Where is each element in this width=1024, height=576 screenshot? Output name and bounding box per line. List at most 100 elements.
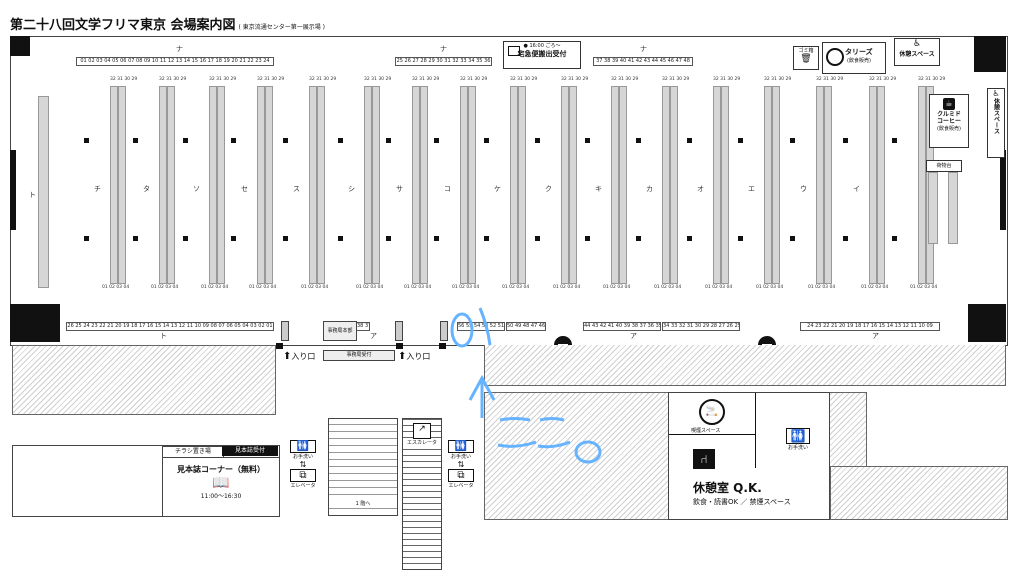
pillar	[790, 138, 795, 143]
column-bottom-numbers: 01 02 03 04	[249, 285, 277, 290]
column-zone-letter: キ	[595, 185, 602, 193]
up-arrow-icon: ⬆	[283, 351, 292, 362]
facility-right: 🚻 お手洗い ⇅ ⧉ エレベータ	[448, 440, 474, 489]
pillar	[338, 236, 343, 241]
column-top-numbers: 32 31 30 29	[257, 77, 285, 82]
booth-block	[721, 86, 729, 284]
column-top-numbers: 32 31 30 29	[209, 77, 237, 82]
tully-logo-icon	[826, 48, 844, 66]
annotation-circle	[450, 312, 474, 348]
pillar	[183, 138, 188, 143]
column-bottom-numbers: 01 02 03 04	[705, 285, 733, 290]
pillar	[738, 138, 743, 143]
entrance-right-label: 入り口	[406, 352, 431, 361]
facility-left: 🚻 お手洗い ⇅ ⧉ エレベータ	[290, 440, 316, 489]
zone-letter-bottom-2: ア	[370, 332, 377, 340]
booth-block	[877, 86, 885, 284]
column-zone-letter: チ	[94, 185, 101, 193]
booth-block	[816, 86, 824, 284]
elevator-icon: ⧉	[448, 469, 474, 482]
column-bottom-numbers: 01 02 03 04	[502, 285, 530, 290]
column-bottom-numbers: 01 02 03 04	[452, 285, 480, 290]
coffee-sub: (飲食販売)	[937, 126, 961, 132]
column-bottom-numbers: 01 02 03 04	[808, 285, 836, 290]
zone-letter-top-right: ナ	[640, 45, 647, 53]
column-zone-letter: セ	[241, 185, 248, 193]
pillar	[585, 236, 590, 241]
outdoor-area-left	[12, 345, 276, 415]
toilet-label-right: お手洗い	[450, 454, 471, 460]
left-wall-booths	[38, 96, 49, 288]
column-zone-letter: ケ	[494, 185, 501, 193]
luggage-booths-a	[928, 172, 938, 244]
rest-right-label: 休憩スペース	[992, 98, 1000, 134]
kurumido-coffee: ☕ クルミド コーヒー (飲食販売)	[929, 94, 969, 148]
pillar	[738, 236, 743, 241]
map-subtitle: ( 東京流通センター第一展示場 )	[238, 24, 326, 31]
annotation-text: ここ	[510, 476, 512, 479]
toilet-icon: 🚻	[290, 440, 316, 453]
zone-letter-left: ト	[29, 191, 36, 199]
entrance-left[interactable]: ⬆入り口	[283, 351, 315, 362]
delivery-label: 宅急便搬出受付	[517, 50, 567, 58]
toilet-qk: 🚻 お手洗い	[786, 428, 810, 451]
booth-block	[561, 86, 569, 284]
column-bottom-numbers: 01 02 03 04	[404, 285, 432, 290]
entrance-right[interactable]: ⬆入り口	[398, 351, 430, 362]
staircase: 1 階へ	[328, 418, 398, 516]
column-bottom-numbers: 01 02 03 04	[201, 285, 229, 290]
hall-corner-tl	[10, 36, 30, 56]
column-top-numbers: 32 31 30 29	[561, 77, 589, 82]
booth-block	[468, 86, 476, 284]
column-bottom-numbers: 01 02 03 04	[861, 285, 889, 290]
booth-block	[713, 86, 721, 284]
smoking-icon: 🚬	[699, 399, 725, 425]
zone-letter-bottom-3: ア	[630, 332, 637, 340]
bottom-booth-row-mid-a: 38 37	[356, 322, 370, 331]
pillar	[84, 236, 89, 241]
luggage-rack: 荷物台	[926, 160, 962, 172]
rest-space-top: ♿ 休憩スペース	[894, 38, 940, 66]
column-top-numbers: 32 31 30 29	[918, 77, 946, 82]
office-reception: 事務局受付	[323, 350, 395, 361]
annotation-dot	[574, 440, 602, 464]
column-top-numbers: 32 31 30 29	[460, 77, 488, 82]
pillar	[386, 236, 391, 241]
coffee-cup-icon: ☕	[943, 98, 955, 110]
pillar	[84, 138, 89, 143]
delivery-counter: ● 16:00 ごろ〜 宅急便搬出受付	[503, 41, 581, 69]
up-arrow-icon: ⬆	[398, 351, 407, 362]
toilet-icon: 🚻	[786, 428, 810, 444]
hall-corner-br	[968, 304, 1006, 342]
pillar	[133, 138, 138, 143]
column-top-numbers: 32 31 30 29	[662, 77, 690, 82]
tully-cafe: タリーズ (飲食販売)	[822, 42, 886, 74]
package-icon	[508, 46, 520, 56]
trash-label: ゴミ箱	[798, 48, 814, 54]
coffee-label: クルミド コーヒー	[936, 111, 961, 125]
rest-room-sub: 飲食・読書OK ／ 禁煙スペース	[693, 498, 791, 506]
pillar-bottom-2	[395, 321, 403, 341]
annotation-stroke	[478, 307, 492, 346]
column-zone-letter: コ	[444, 185, 451, 193]
zone-letter-top-left: ナ	[176, 45, 183, 53]
column-bottom-numbers: 01 02 03 04	[756, 285, 784, 290]
book-icon: 📖	[212, 475, 230, 491]
outdoor-strip	[484, 345, 1006, 386]
column-top-numbers: 32 31 30 29	[816, 77, 844, 82]
column-zone-letter: ク	[545, 185, 552, 193]
pillar-entrance-1	[276, 343, 283, 349]
booth-column: 32 31 30 29 セ 01 02 03 04	[231, 76, 284, 292]
booth-block	[824, 86, 832, 284]
column-zone-letter: エ	[748, 185, 755, 193]
